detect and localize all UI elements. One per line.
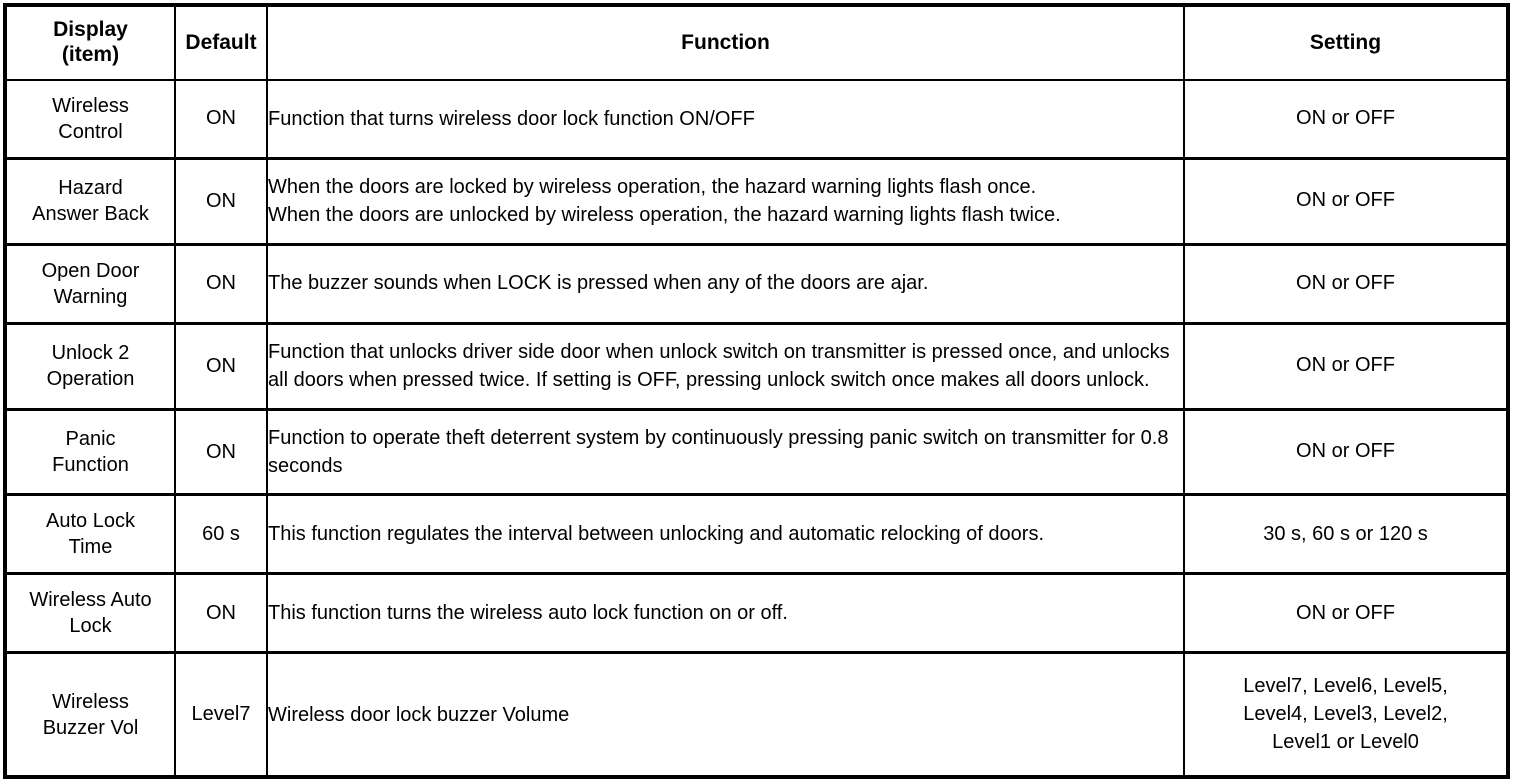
column-header-setting: Setting (1183, 4, 1509, 81)
column-header-display-line2: (item) (61, 43, 120, 66)
cell-setting: ON or OFF (1183, 78, 1509, 160)
cell-default: Level7 (174, 651, 268, 777)
cell-display: Wireless Auto Lock (4, 572, 176, 655)
cell-display: Hazard Answer Back (4, 157, 176, 246)
cell-default: 60 s (174, 493, 268, 576)
cell-function: The buzzer sounds when LOCK is pressed w… (266, 243, 1185, 325)
cell-default: ON (174, 243, 268, 325)
table-row: Wireless Buzzer Vol Level7 Wireless door… (4, 651, 1509, 777)
cell-function: This function regulates the interval bet… (266, 493, 1185, 576)
column-header-display-line1: Display (53, 18, 128, 42)
cell-function: Function that unlocks driver side door w… (266, 322, 1185, 411)
cell-function: This function turns the wireless auto lo… (266, 572, 1185, 655)
cell-setting: ON or OFF (1183, 572, 1509, 655)
cell-function: Function that turns wireless door lock f… (266, 78, 1185, 160)
table-row: Wireless Auto Lock ON This function turn… (4, 572, 1509, 655)
column-header-default: Default (174, 4, 268, 81)
cell-display: Wireless Control (4, 78, 176, 160)
cell-default: ON (174, 572, 268, 655)
cell-display: Auto Lock Time (4, 493, 176, 576)
cell-default: ON (174, 322, 268, 411)
cell-display: Unlock 2 Operation (4, 322, 176, 411)
cell-setting: ON or OFF (1183, 408, 1509, 497)
cell-display: Open Door Warning (4, 243, 176, 325)
table-row: Open Door Warning ON The buzzer sounds w… (4, 243, 1509, 325)
cell-setting: 30 s, 60 s or 120 s (1183, 493, 1509, 576)
cell-setting: ON or OFF (1183, 322, 1509, 411)
cell-function: When the doors are locked by wireless op… (266, 157, 1185, 246)
table-row: Hazard Answer Back ON When the doors are… (4, 157, 1509, 246)
cell-default: ON (174, 78, 268, 160)
column-header-display: Display (item) (4, 4, 176, 81)
cell-setting: ON or OFF (1183, 243, 1509, 325)
table-row: Wireless Control ON Function that turns … (4, 78, 1509, 160)
cell-default: ON (174, 408, 268, 497)
table-header: Display (item) Default Function Setting (4, 4, 1509, 81)
table-row: Panic Function ON Function to operate th… (4, 408, 1509, 497)
table-row: Auto Lock Time 60 s This function regula… (4, 493, 1509, 576)
column-header-function: Function (266, 4, 1185, 81)
header-row: Display (item) Default Function Setting (4, 4, 1509, 81)
cell-function: Wireless door lock buzzer Volume (266, 651, 1185, 777)
cell-setting: Level7, Level6, Level5, Level4, Level3, … (1183, 651, 1509, 777)
cell-default: ON (174, 157, 268, 246)
cell-setting: ON or OFF (1183, 157, 1509, 246)
wireless-door-lock-settings-table: Display (item) Default Function Setting … (3, 3, 1510, 779)
table-body: Wireless Control ON Function that turns … (4, 78, 1509, 777)
cell-display: Wireless Buzzer Vol (4, 651, 176, 777)
cell-function: Function to operate theft deterrent syst… (266, 408, 1185, 497)
cell-display: Panic Function (4, 408, 176, 497)
table-row: Unlock 2 Operation ON Function that unlo… (4, 322, 1509, 411)
